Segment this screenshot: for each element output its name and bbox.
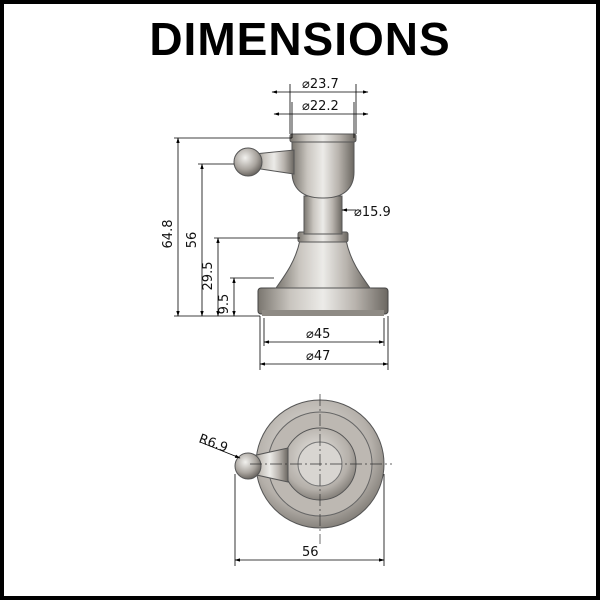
flared-body xyxy=(275,239,371,289)
dim-height-knob: 56 xyxy=(185,232,200,249)
neck xyxy=(303,195,343,235)
dim-plan-width: 56 xyxy=(302,545,319,560)
base-lip xyxy=(262,310,384,316)
side-view: 64.8 56 29.5 9.5 ⌀23.7 ⌀22.2 ⌀15.9 ⌀45 xyxy=(161,77,391,370)
dim-base-inner: ⌀45 xyxy=(306,327,330,342)
cup xyxy=(291,137,355,199)
page-title: DIMENSIONS xyxy=(149,13,451,65)
knob-ball xyxy=(233,147,263,177)
plan-knob-ball xyxy=(234,452,262,480)
dim-height-collar: 29.5 xyxy=(201,262,216,291)
cup-rim xyxy=(289,133,357,143)
technical-drawing: 64.8 56 29.5 9.5 ⌀23.7 ⌀22.2 ⌀15.9 ⌀45 xyxy=(161,77,392,566)
dim-outer-cup: ⌀23.7 xyxy=(302,77,339,92)
dim-base-outer: ⌀47 xyxy=(306,349,330,364)
dim-inner-cup: ⌀22.2 xyxy=(302,99,339,114)
dim-height-base: 9.5 xyxy=(217,294,232,315)
plan-view: R6.9 56 xyxy=(197,394,392,566)
dim-height-total: 64.8 xyxy=(161,220,176,249)
dim-radius-knob: R6.9 xyxy=(197,432,230,456)
dim-neck: ⌀15.9 xyxy=(354,205,391,220)
